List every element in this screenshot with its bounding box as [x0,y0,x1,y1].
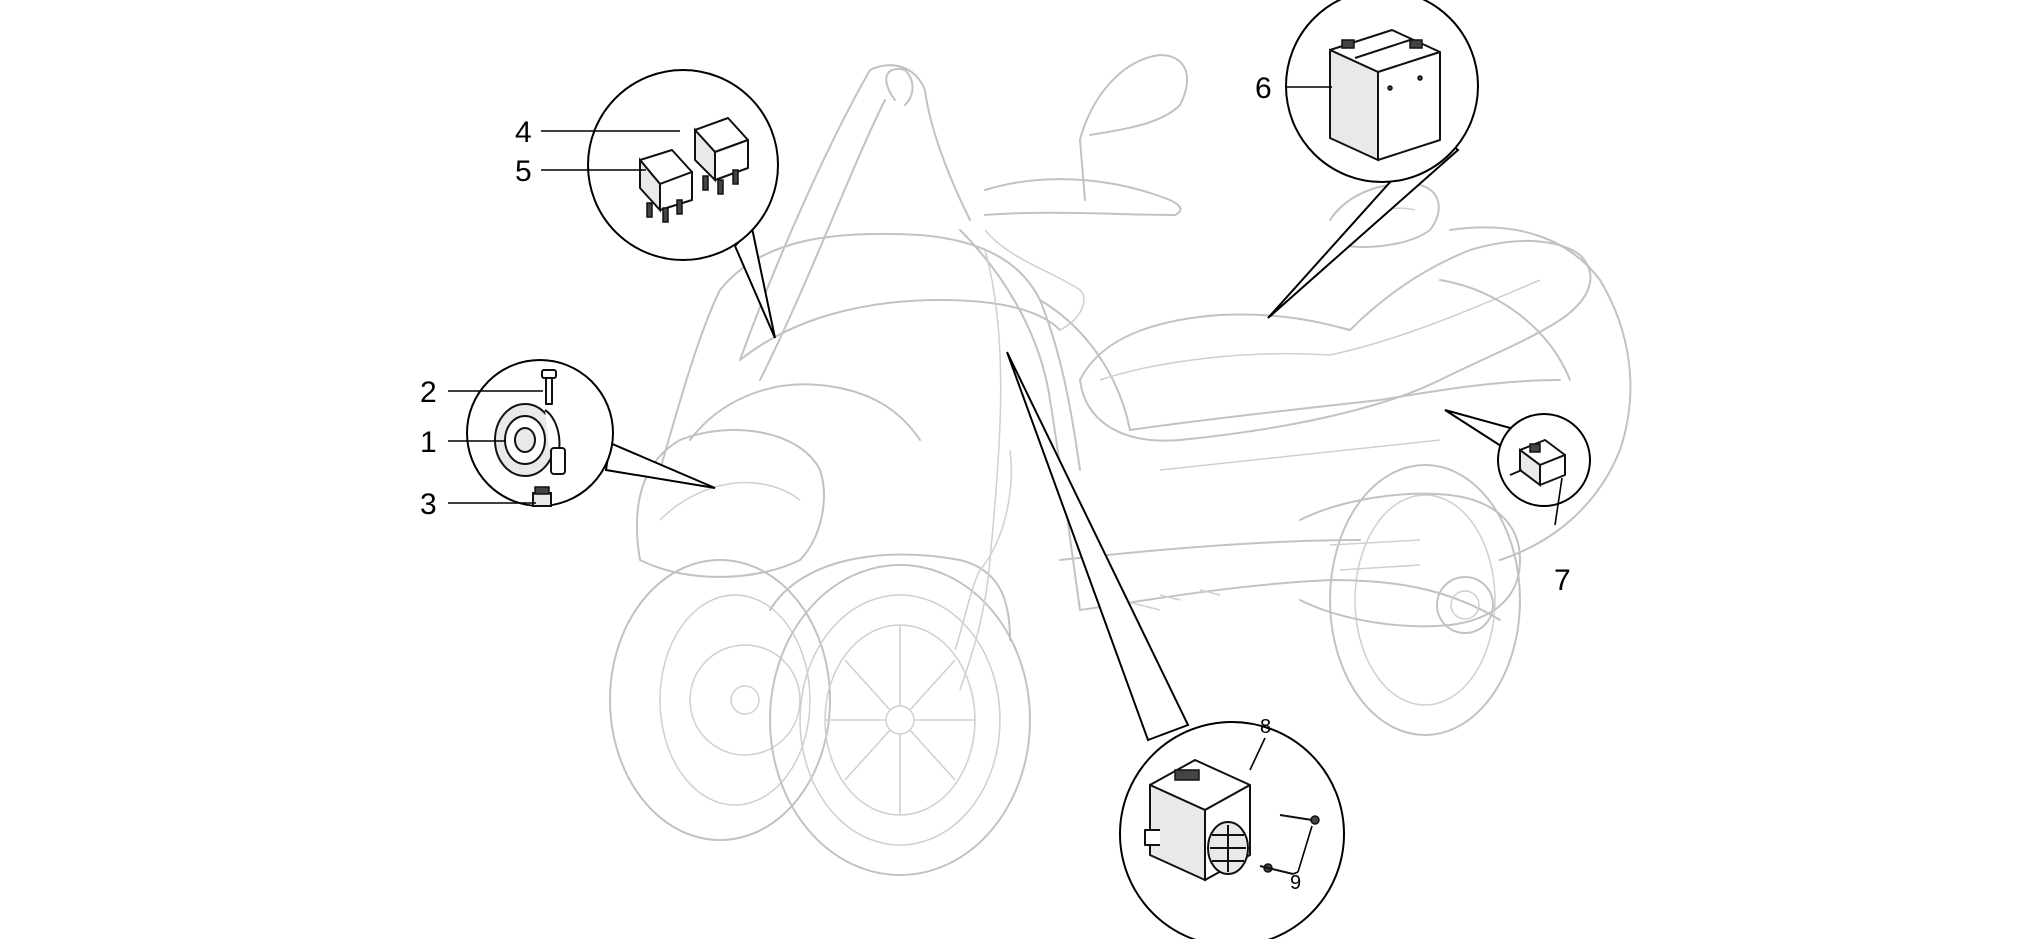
callout-label-1: 1 [420,426,437,459]
scooter-outline [609,54,1632,876]
callout-label-8: 8 [1260,716,1271,738]
callout-label-3: 3 [420,488,437,521]
relay-part-b [639,149,693,223]
callout-labels: 2 1 3 4 5 6 7 8 9 [420,72,1571,894]
screw-part [541,369,557,405]
relays-detail-bubble [587,69,779,261]
callout-label-2: 2 [420,376,437,409]
relay-part-a [694,117,749,195]
battery-part [1329,29,1441,162]
nut-part [532,486,552,507]
callout-label-6: 6 [1255,72,1272,105]
callout-label-5: 5 [515,155,532,188]
callout-label-4: 4 [515,116,532,149]
horn-detail-bubble [466,359,614,507]
switch-detail-bubble [1497,413,1591,507]
callout-label-7: 7 [1554,564,1571,597]
horn-part [494,403,566,477]
leader-lines [448,86,1563,875]
screw-part-b [1259,863,1294,875]
screw-part-a [1279,814,1320,825]
callout-label-9: 9 [1290,872,1301,894]
buzzer-part [1144,759,1251,882]
battery-detail-bubble [1285,0,1479,183]
buzzer-detail-bubble [1119,721,1345,939]
switch-part [1509,439,1566,487]
